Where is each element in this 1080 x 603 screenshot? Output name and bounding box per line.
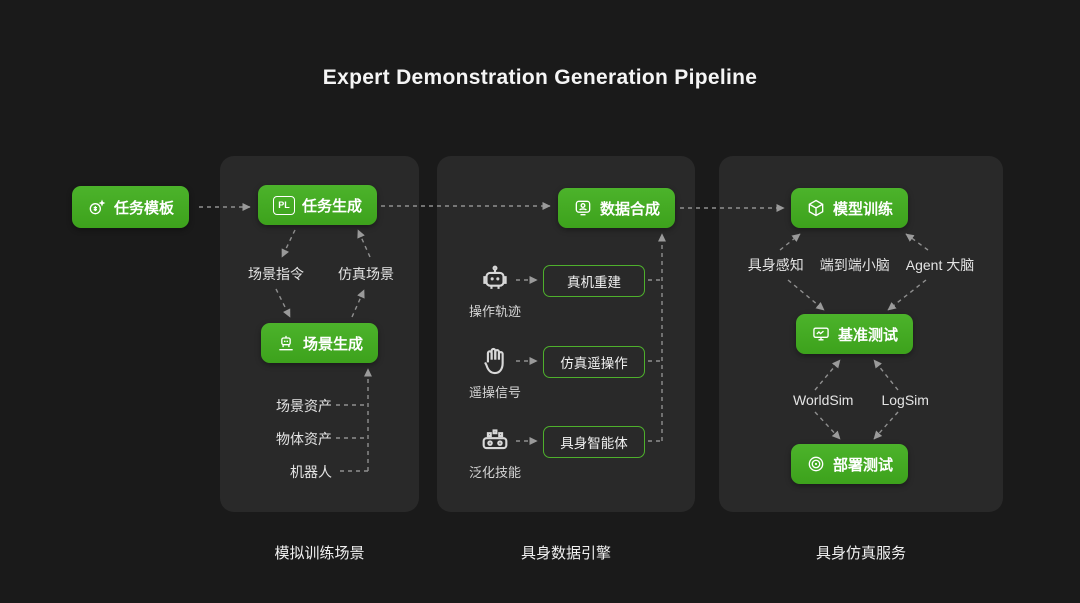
model-training-label: 模型训练	[833, 200, 894, 218]
task-template-node: 任务模板	[72, 186, 190, 228]
benchmark-test-label: 基准测试	[838, 326, 899, 344]
caption-embodied-sim-service: 具身仿真服务	[815, 545, 906, 562]
deployment-test-label: 部署测试	[833, 456, 894, 474]
deployment-test-node: 部署测试	[791, 444, 909, 484]
teleop-signal-label: 遥操信号	[468, 385, 521, 400]
agent-brain-label: Agent 大脑	[905, 257, 975, 273]
logsim-label: LogSim	[881, 392, 929, 408]
money-sparkle-icon	[89, 199, 106, 215]
teleop-signal-row	[478, 344, 512, 378]
robot-icon	[483, 265, 507, 289]
worldsim-label: WorldSim	[793, 392, 854, 408]
embodied-perception-label: 具身感知	[747, 257, 804, 273]
caption-simulation-training: 模拟训练场景	[274, 545, 365, 562]
generalized-skill-row	[478, 424, 512, 458]
sim-labels-row: WorldSim LogSim	[719, 392, 1003, 408]
task-generation-node: PL 任务生成	[258, 185, 378, 225]
operation-track-row	[478, 263, 512, 297]
asset-robot: 机器人	[290, 464, 332, 480]
scene-generation-label: 场景生成	[303, 335, 364, 353]
data-synthesis-node: 数据合成	[558, 188, 676, 228]
data-synthesis-label: 数据合成	[600, 200, 661, 218]
operation-track-label: 操作轨迹	[468, 304, 521, 319]
generalized-skill-label: 泛化技能	[468, 465, 521, 480]
model-training-node: 模型训练	[791, 188, 909, 228]
end-to-end-cerebellum-label: 端到端小脑	[819, 257, 890, 273]
monitor-icon	[813, 327, 829, 341]
sim-teleoperation-pill: 仿真遥操作	[543, 346, 645, 378]
benchmark-test-node: 基准测试	[796, 314, 914, 354]
sim-scene-label: 仿真场景	[338, 266, 394, 282]
scene-generation-node: 场景生成	[261, 323, 379, 363]
asset-object: 物体资产	[276, 431, 332, 447]
caption-embodied-data-engine: 具身数据引擎	[520, 545, 611, 562]
glove-icon	[484, 347, 504, 375]
target-icon	[808, 456, 824, 472]
embodied-agent-pill: 具身智能体	[543, 426, 645, 458]
vr-headset-icon	[482, 429, 508, 450]
cube-icon	[808, 199, 824, 217]
task-template-label: 任务模板	[114, 199, 175, 217]
recorder-icon	[575, 200, 591, 216]
asset-list: 场景资产 物体资产 机器人	[244, 396, 332, 495]
task-generation-label: 任务生成	[302, 197, 363, 215]
asset-scene: 场景资产	[276, 398, 332, 414]
scene-instruction-label: 场景指令	[248, 266, 304, 282]
real-machine-reconstruction-pill: 真机重建	[543, 265, 645, 297]
brain-labels-row: 具身感知 端到端小脑 Agent 大脑	[719, 255, 1003, 275]
page-title: Expert Demonstration Generation Pipeline	[322, 66, 758, 89]
pl-badge-icon: PL	[273, 195, 295, 215]
robot-factory-icon	[279, 335, 293, 351]
